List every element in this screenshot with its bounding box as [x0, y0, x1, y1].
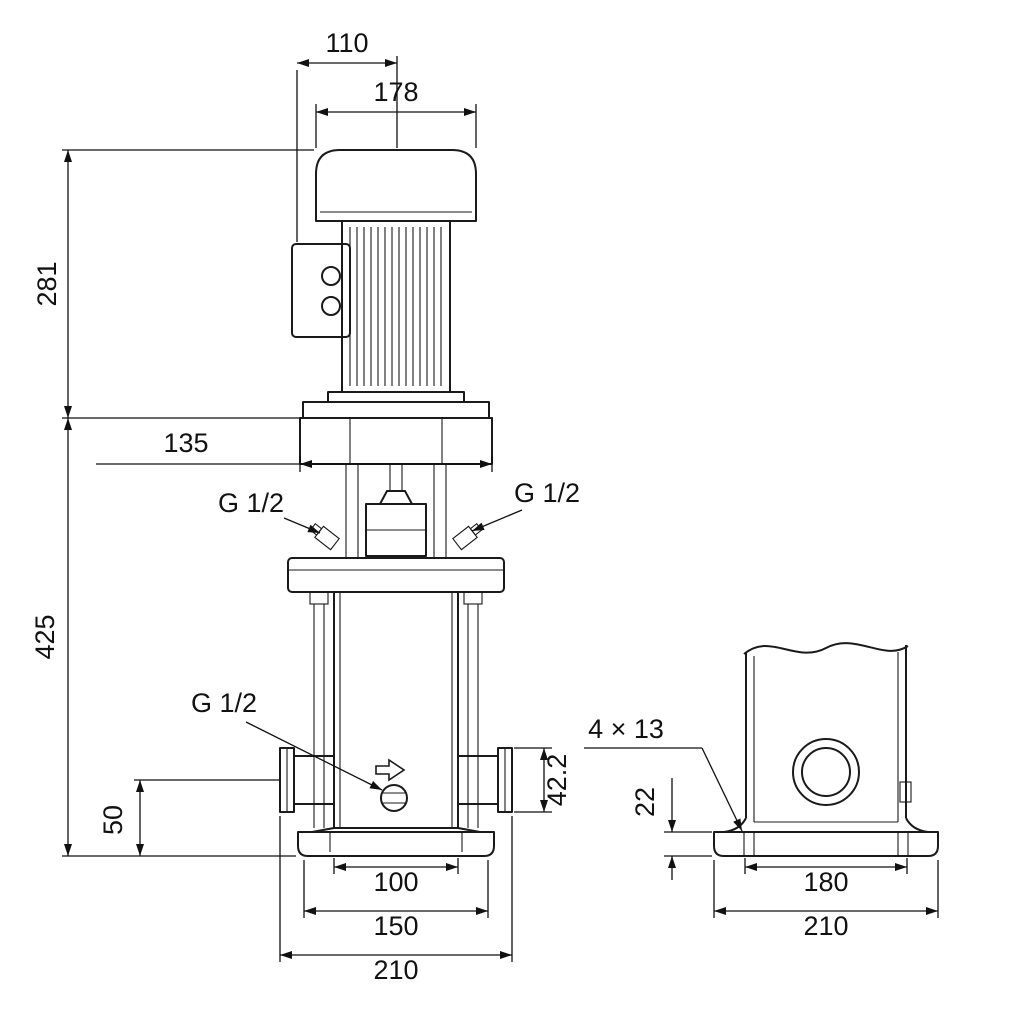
label-g12-right: G 1/2: [514, 478, 580, 508]
motor-flange: [302, 391, 490, 419]
pump-base: [297, 827, 495, 857]
gauge-port-left-callout: G 1/2: [218, 488, 321, 534]
dim-total-height: 425: [30, 418, 296, 857]
gauge-port-right-callout: G 1/2: [471, 478, 580, 532]
drain-plug: [380, 784, 408, 812]
pump-head-flange: [287, 557, 505, 605]
dim-label-110: 110: [325, 28, 368, 58]
dim-label-210-front: 210: [373, 955, 418, 985]
dim-overall-width-front: 210: [279, 816, 513, 985]
dim-motor-width: 178: [315, 77, 477, 148]
dim-inner-span: 100: [333, 858, 459, 897]
pump-shaft: [389, 464, 403, 491]
side-view: 4 × 13 22 180 210: [584, 642, 939, 941]
pump-sleeve: [313, 591, 479, 829]
dim-motor-cap-width: 110: [296, 28, 398, 242]
terminal-box: [291, 243, 351, 338]
dim-label-22: 22: [630, 787, 660, 817]
dim-port-flange: 42.2: [514, 747, 572, 813]
front-view: 110 178 281 135 425 G 1/2: [30, 28, 580, 985]
staybolt-nut: [463, 591, 483, 605]
coupling-guards: [345, 464, 447, 558]
dim-label-42-2: 42.2: [542, 754, 572, 807]
motor-cooling-fins: [349, 227, 442, 386]
label-4x13: 4 × 13: [588, 714, 664, 744]
dim-label-210-side: 210: [803, 911, 848, 941]
dim-motor-height: 281: [32, 149, 314, 419]
dim-bolt-span-front: 150: [303, 860, 489, 941]
motor: [315, 149, 477, 393]
side-base: [713, 817, 939, 857]
discharge-port: [457, 747, 513, 813]
dim-base-height: 22: [630, 778, 712, 880]
label-g12-drain: G 1/2: [191, 688, 257, 718]
label-g12-left: G 1/2: [218, 488, 284, 518]
dim-port-height: 50: [98, 779, 280, 856]
coupling: [379, 490, 413, 505]
bolt-slots-callout: 4 × 13: [584, 714, 743, 832]
dim-label-150: 150: [373, 911, 418, 941]
gauge-plug-right: [452, 522, 483, 551]
gauge-plug-left: [309, 522, 340, 551]
cable-entry-hole: [321, 296, 341, 316]
motor-stool: [299, 417, 493, 465]
dim-label-50: 50: [98, 805, 128, 835]
side-sleeve: [743, 642, 912, 823]
staybolts: [313, 604, 479, 828]
dim-head-width: 135: [96, 428, 493, 472]
dim-bolt-span-side: 180: [744, 858, 908, 897]
staybolt-nut: [309, 591, 329, 605]
dim-label-178: 178: [373, 77, 418, 107]
nameplate: [899, 781, 912, 803]
port-opening-outer: [792, 738, 860, 806]
dim-label-281: 281: [32, 261, 62, 306]
dim-base-width-side: 210: [713, 860, 939, 941]
drain-port-callout: G 1/2: [191, 688, 383, 791]
coupling-section: [309, 464, 483, 558]
dim-label-135: 135: [163, 428, 208, 458]
suction-port: [279, 747, 335, 813]
dim-label-100: 100: [373, 867, 418, 897]
cable-entry-hole: [321, 266, 341, 286]
port-opening-inner: [801, 747, 851, 797]
dim-label-425: 425: [30, 614, 60, 659]
break-line: [743, 642, 909, 655]
dim-label-180: 180: [803, 867, 848, 897]
flow-direction-arrow-icon: [375, 758, 406, 782]
